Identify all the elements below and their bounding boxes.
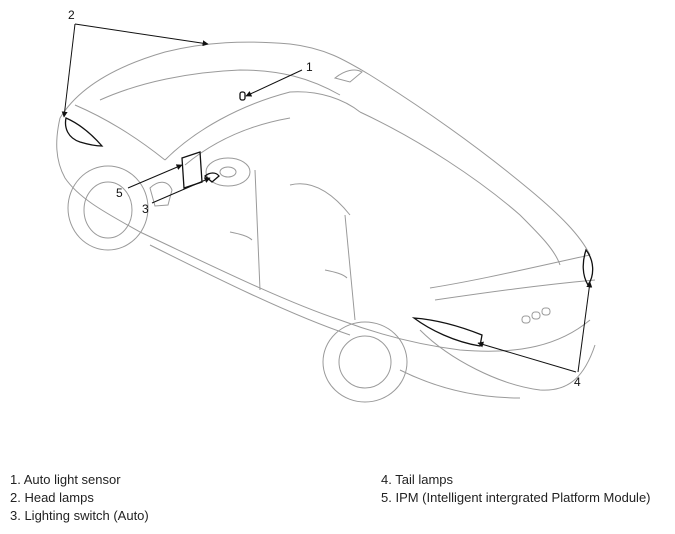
legend-left: 1. Auto light sensor 2. Head lamps 3. Li… <box>10 471 149 525</box>
callout-3: 3 <box>142 202 149 216</box>
component-highlights <box>64 91 594 347</box>
car-outline <box>56 41 596 403</box>
head-lamp-shape <box>64 117 104 147</box>
callout-2: 2 <box>68 8 75 22</box>
tail-lamp-shape <box>411 317 483 347</box>
ipm-shape <box>181 151 203 189</box>
lighting-switch-shape <box>203 172 220 183</box>
leader-lines <box>61 23 593 373</box>
legend-item-auto-light-sensor: 1. Auto light sensor <box>10 472 121 487</box>
legend-item-head-lamps: 2. Head lamps <box>10 490 94 505</box>
auto-light-sensor-shape <box>239 91 246 101</box>
legend-right: 4. Tail lamps 5. IPM (Intelligent interg… <box>381 471 651 507</box>
vehicle-component-diagram: 1 2 3 4 5 <box>56 8 596 403</box>
callout-5: 5 <box>116 186 123 200</box>
legend-item-ipm: 5. IPM (Intelligent intergrated Platform… <box>381 490 651 505</box>
legend-item-lighting-switch: 3. Lighting switch (Auto) <box>10 508 149 523</box>
callout-1: 1 <box>306 60 313 74</box>
callout-4: 4 <box>574 375 581 389</box>
legend-item-tail-lamps: 4. Tail lamps <box>381 472 454 487</box>
